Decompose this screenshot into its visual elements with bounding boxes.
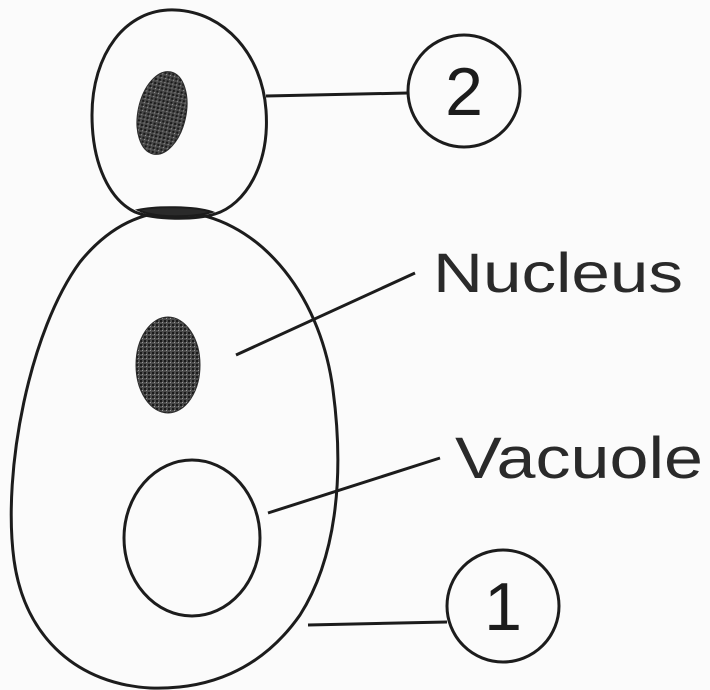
bud-callout-number: 2 <box>445 54 483 130</box>
bud-nucleus <box>130 67 194 159</box>
vacuole <box>124 460 260 616</box>
nucleus-leader-line <box>236 273 415 355</box>
bud-leader-line <box>266 93 408 96</box>
parent-cell-outline <box>11 212 338 688</box>
parent-callout-number: 1 <box>484 569 522 645</box>
vacuole-leader-line <box>268 458 440 513</box>
parent-leader-line <box>308 622 447 625</box>
vacuole-label: Vacuole <box>455 426 703 491</box>
nucleus-label: Nucleus <box>433 241 683 304</box>
parent-nucleus <box>136 317 200 413</box>
